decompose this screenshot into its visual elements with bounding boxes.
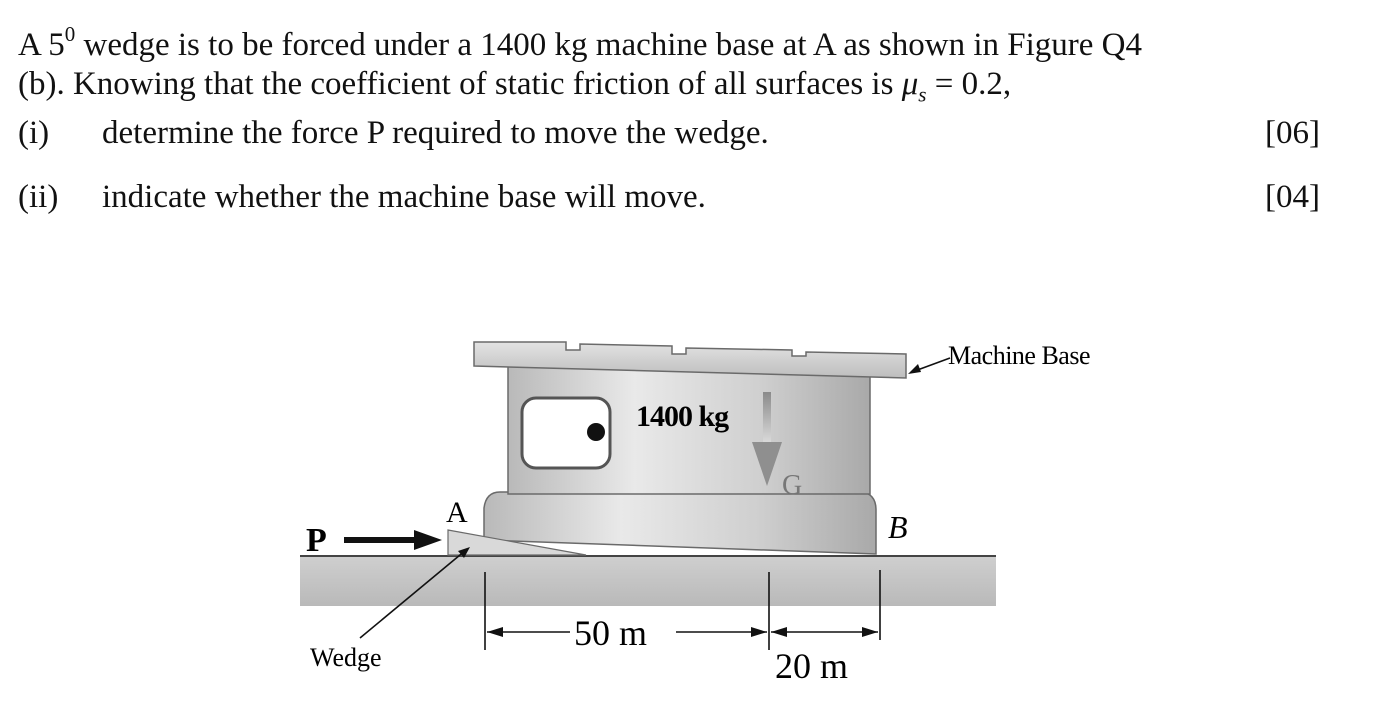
question-line-1-start: A 5 [18, 27, 65, 63]
center-dot [587, 423, 605, 441]
degree-superscript: 0 [64, 22, 76, 46]
weight-arrow-shaft [763, 392, 771, 442]
dim-50-label: 50 m [574, 613, 647, 653]
item-number: (ii) [18, 179, 59, 215]
item-text: determine the force P required to move t… [102, 115, 769, 151]
dim-50-arrowhead-right [751, 627, 767, 637]
item-number: (i) [18, 115, 50, 151]
machine-base-lower-block [483, 491, 877, 555]
item-marks: [04] [1265, 179, 1320, 215]
dim-20-label: 20 m [775, 646, 848, 686]
label-p: P [306, 522, 327, 559]
wedge-leader-arrowhead [458, 547, 470, 558]
dim-20-arrowhead-left [771, 627, 787, 637]
wedge-leader [359, 549, 467, 639]
machine-base-top-plate [473, 341, 907, 379]
wedge-shape [447, 529, 587, 556]
force-p-arrow-head [414, 530, 442, 550]
mu-subscript: s [918, 82, 927, 107]
question-line-1: A 50 wedge is to be forced under a 1400 … [18, 14, 1142, 65]
machine-base-leader-arrowhead [908, 364, 921, 374]
item-text: indicate whether the machine base will m… [102, 179, 706, 215]
question-line-1-end: wedge is to be forced under a 1400 kg ma… [75, 27, 1143, 63]
label-g: G [782, 470, 802, 501]
question-line-2-end: = 0.2, [926, 66, 1012, 102]
label-b: B [888, 509, 908, 545]
label-a: A [446, 496, 468, 529]
item-marks: [06] [1265, 115, 1320, 151]
machine-base-label: Machine Base [948, 341, 1090, 370]
dim-20-arrowhead-right [862, 627, 878, 637]
question-line-2-start: (b). Knowing that the coefficient of sta… [18, 66, 902, 102]
ground-block [300, 556, 996, 606]
question-line-2: (b). Knowing that the coefficient of sta… [18, 64, 1011, 115]
weight-arrow-head [752, 442, 782, 486]
mass-label: 1400 kg [636, 400, 729, 433]
machine-base-panel [520, 396, 612, 470]
mu-symbol: μs [901, 66, 927, 107]
wedge-label: Wedge [310, 643, 382, 672]
dim-50-arrowhead-left [487, 627, 503, 637]
